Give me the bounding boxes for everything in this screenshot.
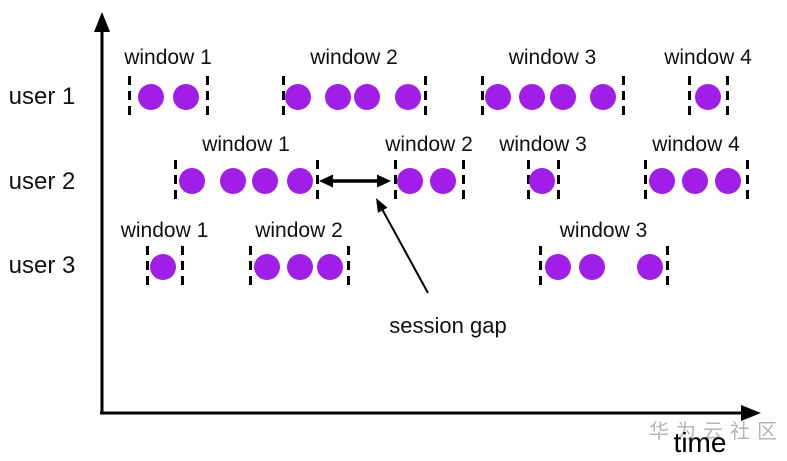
window-bracket-left <box>687 76 691 117</box>
event-dot <box>579 254 605 280</box>
event-dot <box>287 254 313 280</box>
window-bracket-right <box>315 160 319 201</box>
event-dot <box>317 254 343 280</box>
user-row-label: user 3 <box>8 252 76 279</box>
event-dot <box>545 254 571 280</box>
event-dot <box>695 84 721 110</box>
event-dot <box>485 84 511 110</box>
event-dot <box>590 84 616 110</box>
event-dot <box>550 84 576 110</box>
event-dot <box>285 84 311 110</box>
window-bracket-left <box>526 160 530 201</box>
window-bracket-left <box>538 246 542 287</box>
event-dot <box>682 168 708 194</box>
window-label: window 4 <box>664 46 752 69</box>
event-dot <box>252 168 278 194</box>
window-bracket-right <box>423 76 427 117</box>
window-label: window 1 <box>124 46 212 69</box>
window-bracket-right <box>745 160 749 201</box>
window-bracket-left <box>480 76 484 117</box>
event-dot <box>649 168 675 194</box>
event-dot <box>397 168 423 194</box>
event-dot <box>519 84 545 110</box>
window-label: window 1 <box>120 219 209 242</box>
event-dot <box>325 84 351 110</box>
user-row-label: user 1 <box>8 83 76 110</box>
event-dot <box>138 84 164 110</box>
time-axis-label: time <box>673 427 727 458</box>
window-bracket-left <box>281 76 285 117</box>
window-label: window 1 <box>202 133 290 156</box>
window-label: window 2 <box>255 219 343 242</box>
window-bracket-left <box>248 246 252 287</box>
window-label: window 3 <box>499 133 587 156</box>
window-bracket-right <box>461 160 465 201</box>
window-bracket-left <box>173 160 177 201</box>
window-bracket-right <box>725 76 729 117</box>
event-dot <box>150 254 176 280</box>
event-dot <box>287 168 313 194</box>
window-bracket-right <box>665 246 669 287</box>
window-bracket-right <box>621 76 625 117</box>
session-gap-label: session gap <box>389 313 507 338</box>
window-bracket-right <box>556 160 560 201</box>
event-dot <box>254 254 280 280</box>
event-dot <box>637 254 663 280</box>
window-label: window 2 <box>385 133 473 156</box>
window-bracket-right <box>180 246 184 287</box>
event-dot <box>220 168 246 194</box>
event-dot <box>430 168 456 194</box>
event-dot <box>529 168 555 194</box>
window-label: window 4 <box>652 133 740 156</box>
window-bracket-right <box>205 76 209 117</box>
event-dot <box>173 84 199 110</box>
window-label: window 3 <box>559 219 648 242</box>
window-bracket-left <box>127 76 131 117</box>
event-dot <box>395 84 421 110</box>
window-label: window 2 <box>310 46 398 69</box>
event-dot <box>715 168 741 194</box>
window-bracket-left <box>643 160 647 201</box>
window-bracket-left <box>145 246 149 287</box>
window-bracket-right <box>346 246 350 287</box>
window-bracket-left <box>393 160 397 201</box>
event-dot <box>354 84 380 110</box>
window-label: window 3 <box>508 46 597 69</box>
event-dot <box>179 168 205 194</box>
user-row-label: user 2 <box>8 168 76 195</box>
watermark-text: 华为云社区 <box>649 421 784 443</box>
